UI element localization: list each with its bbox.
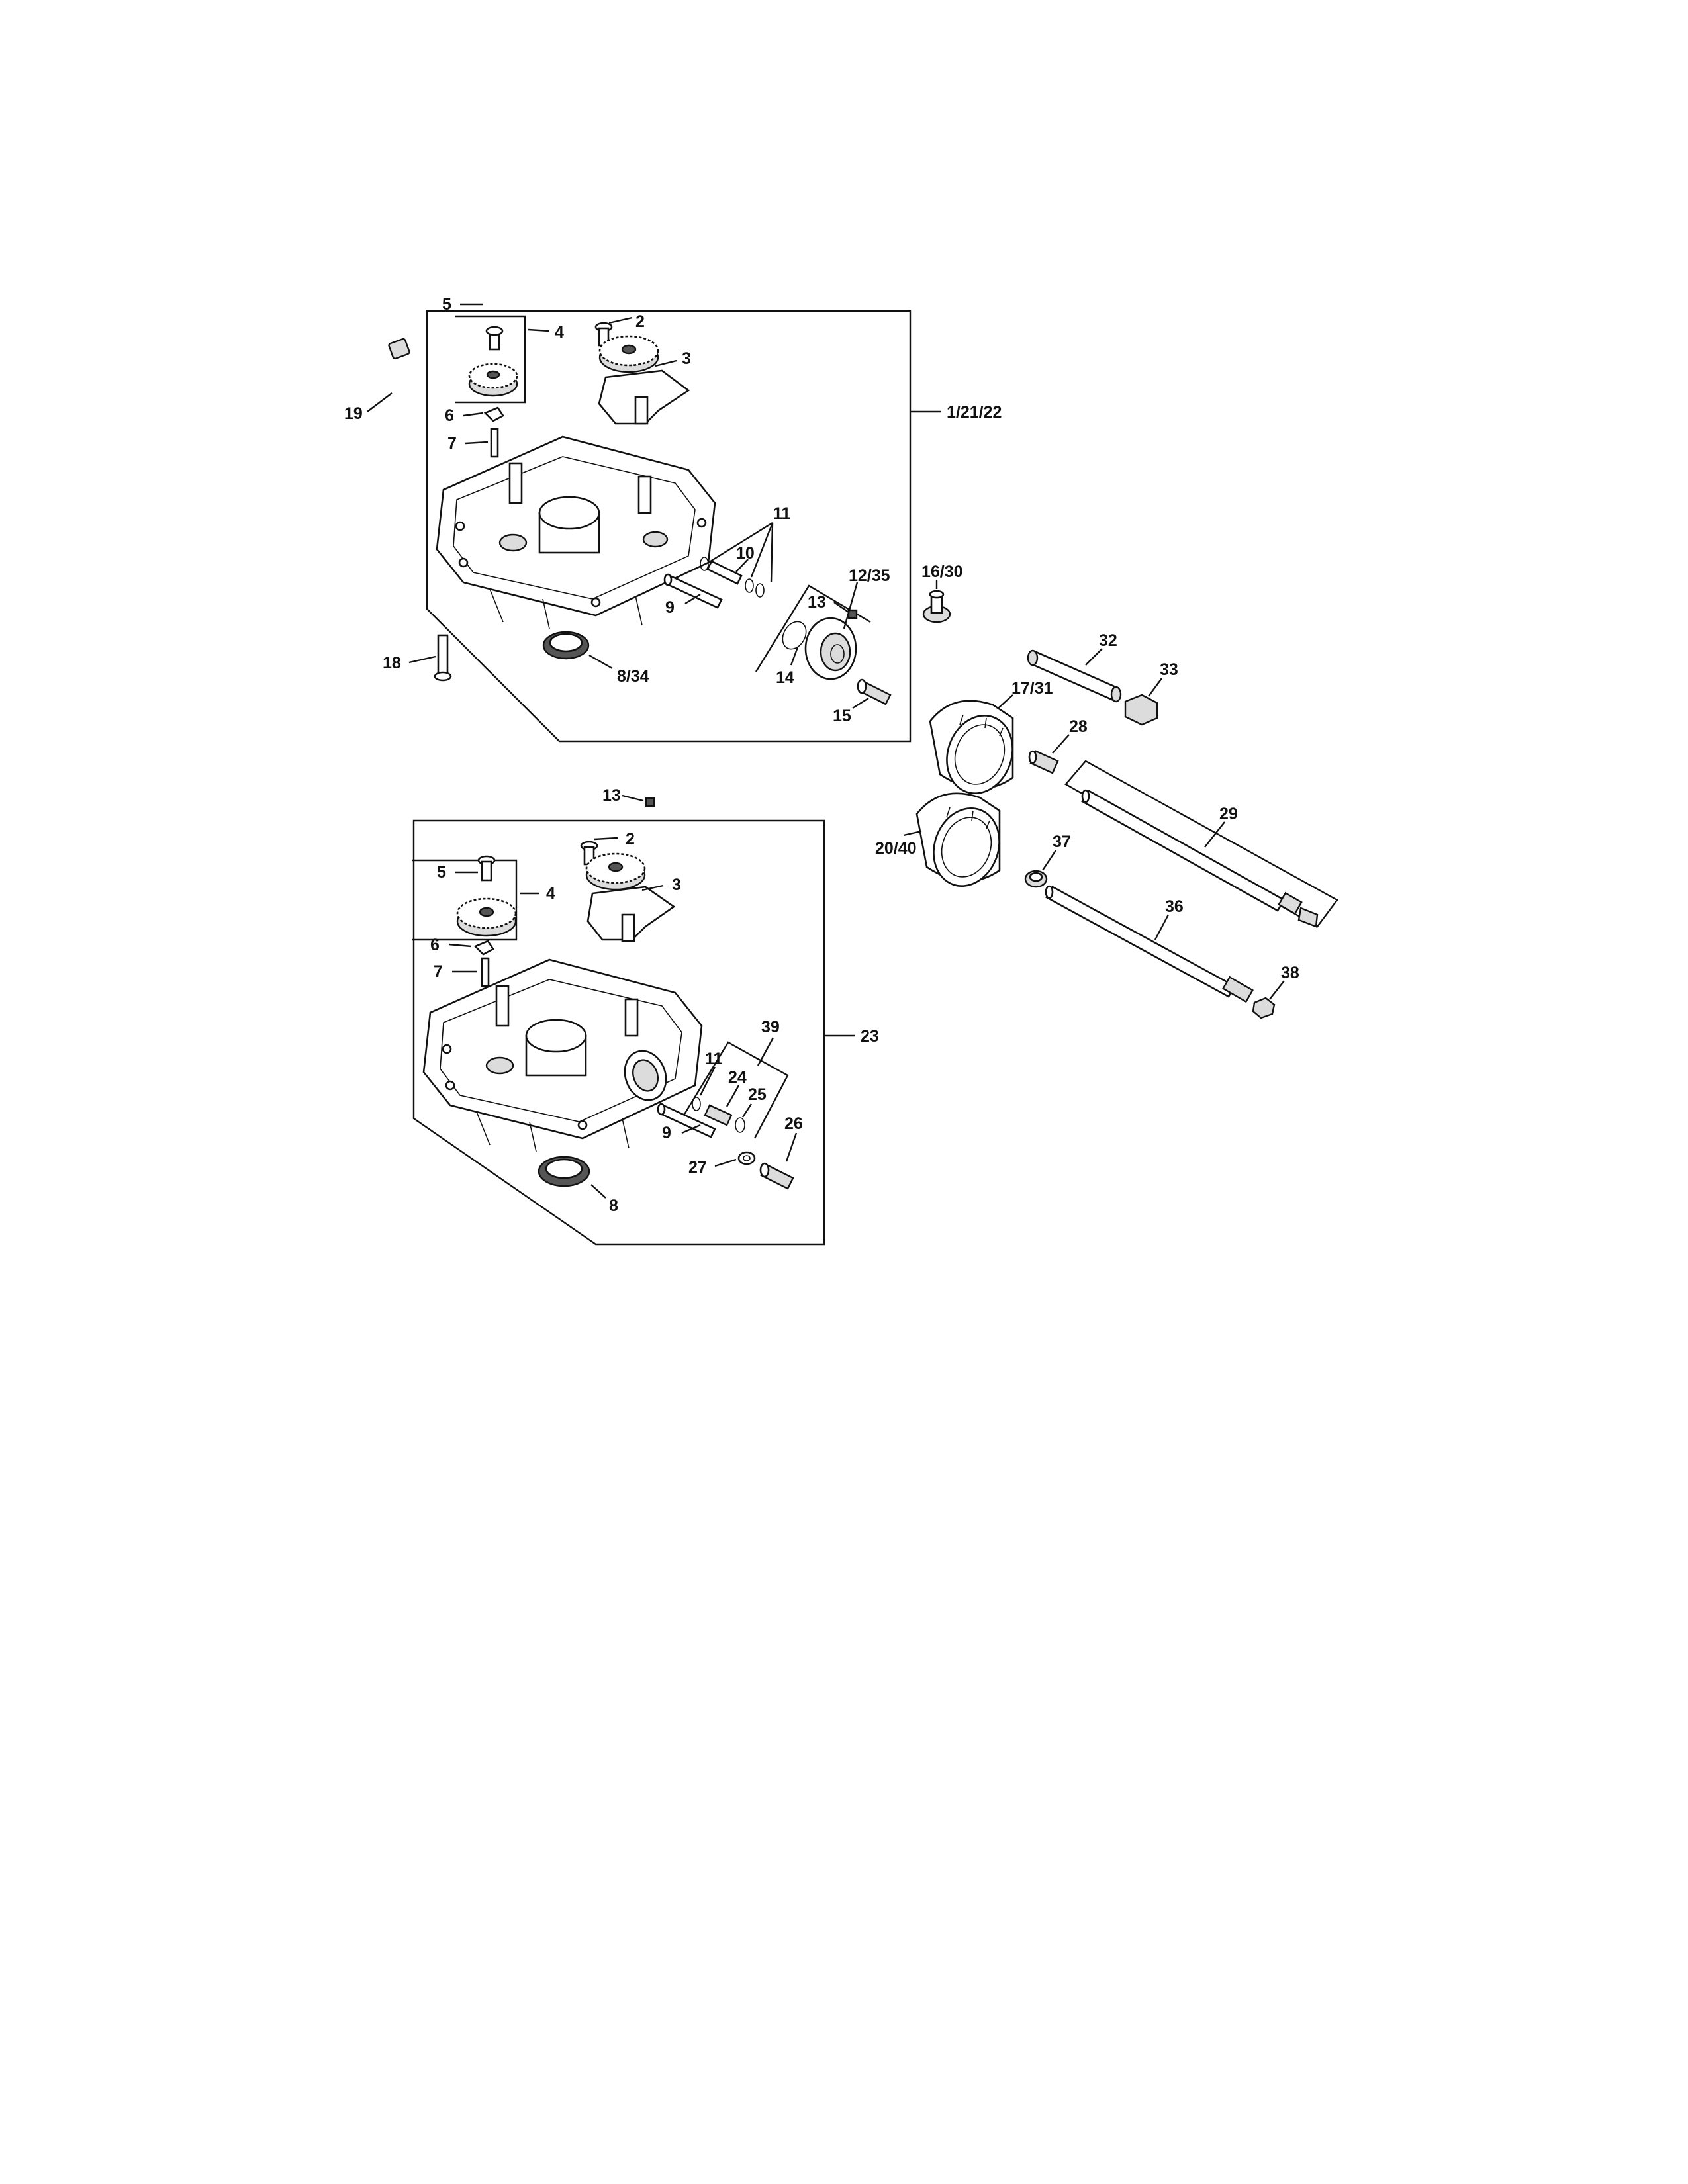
oil-pump-part-3-lower [585, 852, 676, 942]
callout-right-16-30: 16/30 [921, 563, 963, 581]
gear-part-4-lower [456, 897, 517, 937]
callout-lower-7: 7 [434, 962, 443, 981]
callout-upper-4: 4 [555, 323, 564, 341]
screw-part-5-lower [477, 855, 496, 882]
callout-upper-15: 15 [833, 707, 851, 725]
callout-lower-2: 2 [626, 830, 635, 848]
clamp-part-37 [1024, 870, 1048, 888]
lower-assembly-boundary [412, 819, 825, 1246]
callout-lower-assembly: 23 [861, 1027, 879, 1046]
seal-part-8-34 [542, 631, 590, 660]
callout-upper-11: 11 [773, 504, 791, 523]
callout-lower-27: 27 [688, 1158, 707, 1177]
filter-subbox-39 [680, 1041, 789, 1139]
callout-lower-11: 11 [705, 1050, 723, 1068]
crankcase-cover-upper [436, 435, 716, 629]
hose-part-36 [1045, 885, 1254, 1003]
fitting-part-24 [704, 1104, 733, 1126]
callout-lower-39: 39 [761, 1018, 780, 1036]
nut-part-33 [1124, 694, 1158, 726]
oil-filter-part-17-31 [929, 700, 1014, 795]
callout-right-29: 29 [1219, 805, 1238, 823]
callout-lower-26: 26 [784, 1115, 803, 1133]
plug-part-13 [847, 609, 858, 619]
plug-part-19 [388, 338, 410, 360]
callout-upper-5: 5 [442, 295, 451, 314]
seal-part-8 [538, 1156, 590, 1187]
callout-upper-10: 10 [736, 544, 755, 563]
callout-upper-8-34: 8/34 [617, 667, 649, 686]
callout-right-17-31: 17/31 [1011, 679, 1053, 698]
callout-upper-3: 3 [682, 349, 691, 368]
callout-labels: 5 2 4 3 19 6 7 1/21/22 11 10 9 12/35 13 … [344, 295, 1299, 1215]
washer-part-27 [737, 1151, 756, 1165]
callout-upper-assembly: 1/21/22 [947, 403, 1002, 422]
gear-subassembly-box [455, 315, 526, 404]
upper-assembly-boundary [426, 310, 912, 743]
hose-part-29 [1081, 789, 1319, 928]
screw-part-5 [485, 326, 504, 351]
oil-filter-part-20-40 [915, 792, 1001, 887]
crankcase-cover-lower [422, 958, 703, 1152]
o-ring-part-11-lower [692, 1097, 701, 1111]
shaft-part-9-lower [657, 1103, 716, 1138]
callout-upper-2: 2 [635, 312, 645, 331]
callout-lower-13: 13 [602, 786, 621, 805]
clip-part-6-lower [473, 940, 494, 956]
callout-right-32: 32 [1099, 631, 1117, 650]
callout-lower-24: 24 [728, 1068, 747, 1087]
callout-lower-25: 25 [748, 1085, 767, 1104]
tube-part-32 [1027, 649, 1122, 703]
plug-part-38 [1252, 997, 1276, 1019]
callout-upper-12-35: 12/35 [849, 567, 890, 585]
right-parts [903, 580, 1338, 1019]
nipple-part-15 [857, 678, 892, 705]
shaft-part-9 [663, 573, 723, 609]
plug-part-13-lower [645, 797, 655, 807]
o-ring-part-14 [782, 621, 807, 650]
clip-part-6 [483, 406, 504, 422]
bolt-part-18 [434, 634, 452, 682]
callout-lower-6: 6 [430, 936, 440, 954]
callout-upper-9: 9 [665, 598, 675, 617]
callout-right-36: 36 [1165, 897, 1184, 916]
nipple-part-26 [759, 1162, 794, 1190]
callout-upper-7: 7 [447, 434, 457, 453]
dipstick-cap-part-16-30 [922, 590, 951, 623]
callout-upper-18: 18 [383, 654, 401, 672]
gear-subassembly-box-lower [412, 859, 518, 941]
pin-part-7-lower [481, 957, 490, 987]
callout-lower-5: 5 [437, 863, 446, 882]
callout-upper-6: 6 [445, 406, 454, 425]
fitting-part-28 [1028, 750, 1059, 774]
filter-adapter-part-12-35 [804, 617, 857, 680]
callout-lower-8: 8 [609, 1197, 618, 1215]
rod-part-10 [706, 560, 743, 585]
upper-assembly [367, 303, 941, 743]
callout-upper-19: 19 [344, 404, 363, 423]
callout-right-28: 28 [1069, 717, 1088, 736]
lower-assembly [412, 794, 855, 1246]
gear-part-4 [468, 363, 518, 397]
oil-pump-part-3 [598, 335, 690, 425]
callout-right-33: 33 [1160, 660, 1178, 679]
o-rings-part-11 [700, 557, 765, 598]
callout-lower-4: 4 [546, 884, 555, 903]
callout-lower-3: 3 [672, 876, 681, 894]
callout-right-20-40: 20/40 [875, 839, 917, 858]
callout-lower-9: 9 [662, 1124, 671, 1142]
callout-right-38: 38 [1281, 964, 1299, 982]
callout-upper-13: 13 [808, 593, 826, 612]
pin-part-7 [490, 428, 499, 458]
callout-upper-14: 14 [776, 668, 794, 687]
o-ring-part-25 [735, 1117, 745, 1133]
callout-right-37: 37 [1053, 833, 1071, 851]
